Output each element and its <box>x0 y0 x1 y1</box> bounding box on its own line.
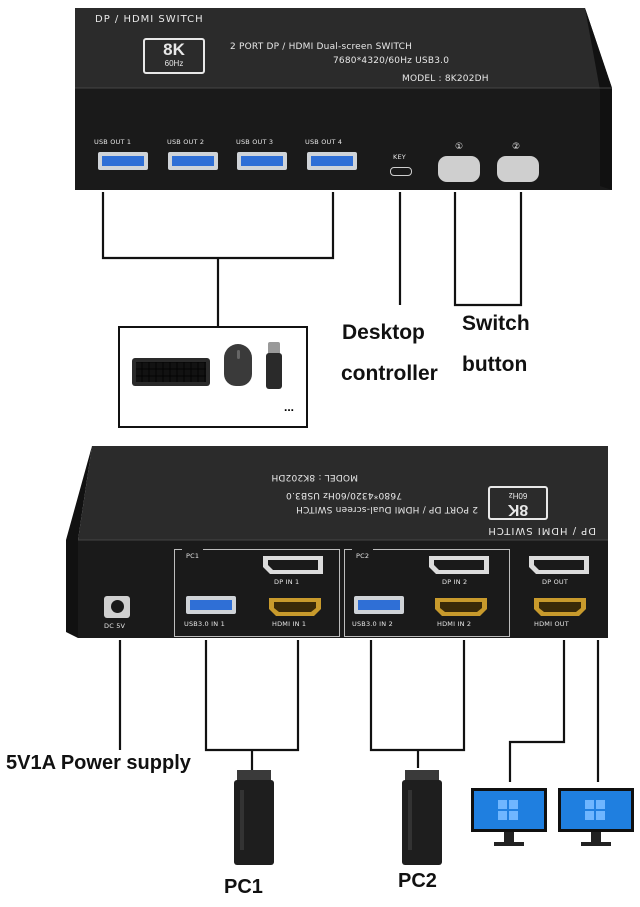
hdmi-in-2-label: HDMI IN 2 <box>437 620 472 628</box>
usb-dongle-plug-icon <box>268 342 280 354</box>
usb-in-1-label: USB3.0 IN 1 <box>184 620 225 628</box>
hdmi-in-1-port[interactable] <box>268 597 322 617</box>
usb-out-3-port[interactable] <box>237 152 287 170</box>
front-wires <box>101 192 523 328</box>
usb-dongle-icon <box>266 353 282 389</box>
back-badge-sub: 60Hz <box>508 491 528 500</box>
pc2-adapter-icon <box>402 770 442 865</box>
hdmi-out-label: HDMI OUT <box>534 620 569 628</box>
spec-line: 7680*4320/60Hz USB3.0 <box>333 56 450 66</box>
dc-port[interactable] <box>104 596 130 618</box>
keyboard-icon <box>132 358 210 386</box>
usb-in-2-port[interactable] <box>354 596 404 614</box>
badge-main: 8K <box>163 40 185 59</box>
usb-in-2-label: USB3.0 IN 2 <box>352 620 393 628</box>
usb-out-2-label: USB OUT 2 <box>167 138 205 146</box>
desktop-controller-line1: Desktop <box>342 321 425 344</box>
hdmi-out-port[interactable] <box>533 597 587 617</box>
key-port[interactable] <box>390 167 412 176</box>
title-line: 2 PORT DP / HDMI Dual-screen SWITCH <box>230 42 413 52</box>
key-label: KEY <box>393 153 406 161</box>
brand-label: DP / HDMI SWITCH <box>95 14 204 25</box>
model-line: MODEL : 8K202DH <box>402 74 489 84</box>
hdmi-in-2-port[interactable] <box>434 597 488 617</box>
dp-out-label: DP OUT <box>542 578 569 586</box>
back-badge-main: 8K <box>507 501 529 518</box>
back-spec-line: 7680*4320/60Hz USB3.0 <box>285 490 402 500</box>
back-model-line: MODEL : 8K202DH <box>271 472 358 482</box>
badge-sub: 60Hz <box>164 59 184 68</box>
peripherals-box: ... <box>118 326 308 428</box>
pc1-group-label: PC1 <box>186 552 200 560</box>
usb-out-1-label: USB OUT 1 <box>94 138 132 146</box>
usb-out-2-port[interactable] <box>168 152 218 170</box>
usb-out-4-label: USB OUT 4 <box>305 138 343 146</box>
usb-out-1-port[interactable] <box>98 152 148 170</box>
pc1-group-label-wrap: PC1 <box>182 545 204 563</box>
usb-in-1-port[interactable] <box>186 596 236 614</box>
dp-in-1-port[interactable] <box>262 555 324 575</box>
usb-out-3-label: USB OUT 3 <box>236 138 274 146</box>
mouse-icon <box>224 344 252 386</box>
pc1-adapter-icon <box>234 770 274 865</box>
8k-badge: 8K 60Hz <box>143 38 205 74</box>
dp-in-2-label: DP IN 2 <box>442 578 468 586</box>
switch-button-line2: button <box>462 353 528 376</box>
pc1-port-group <box>174 549 340 637</box>
pc2-label: PC2 <box>398 870 437 892</box>
monitor-1-icon <box>471 788 547 846</box>
dp-in-2-port[interactable] <box>428 555 490 575</box>
dp-out-port[interactable] <box>528 555 590 575</box>
back-top-mirrored-text: DP / HDMI SWITCH 8K 60Hz 2 PORT DP / HDM… <box>80 446 610 540</box>
pc2-group-label-wrap: PC2 <box>352 545 374 563</box>
monitor-2-icon <box>558 788 634 846</box>
pc2-port-group <box>344 549 510 637</box>
usb-out-4-port[interactable] <box>307 152 357 170</box>
switch-button-line1: Switch <box>462 312 530 335</box>
back-8k-badge: 8K 60Hz <box>488 486 548 520</box>
pc1-label: PC1 <box>224 876 263 898</box>
pc2-group-label: PC2 <box>356 552 370 560</box>
dp-in-1-label: DP IN 1 <box>274 578 300 586</box>
back-wires <box>118 640 600 782</box>
hdmi-in-1-label: HDMI IN 1 <box>272 620 307 628</box>
back-title-line: 2 PORT DP / HDMI Dual-screen SWITCH <box>295 504 478 514</box>
switch-button-2[interactable] <box>497 156 539 182</box>
switch-button-1[interactable] <box>438 156 480 182</box>
power-supply-label: 5V1A Power supply <box>6 752 191 774</box>
back-brand-label: DP / HDMI SWITCH <box>487 525 596 536</box>
desktop-controller-line2: controller <box>341 362 438 385</box>
more-indicator: ... <box>284 400 295 414</box>
button-2-label: ② <box>512 142 521 152</box>
dc-label: DC 5V <box>104 622 126 630</box>
button-1-label: ① <box>455 142 464 152</box>
